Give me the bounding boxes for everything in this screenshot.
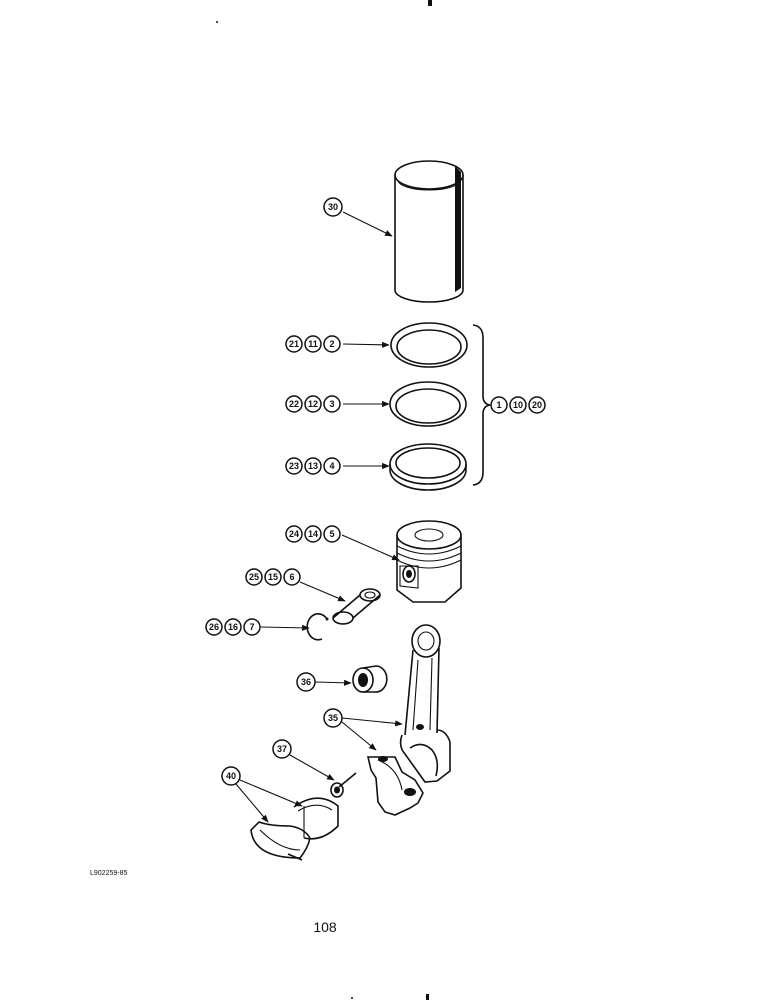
callout-number: 25 (249, 572, 259, 582)
callout-number: 12 (308, 399, 318, 409)
callout-group-rod: 35 (323, 708, 343, 728)
callout-number: 16 (228, 622, 238, 632)
piston (396, 520, 462, 603)
ring-set-bracket (472, 324, 491, 486)
callout-number: 36 (301, 677, 311, 687)
top-edge-marks (216, 0, 432, 23)
cylinder-liner (394, 160, 464, 303)
callout-group-clip: 26 16 7 (205, 618, 261, 636)
callout-group-ring-middle: 22 12 3 (285, 395, 341, 413)
callout-number: 2 (329, 339, 334, 349)
callout-number: 26 (209, 622, 219, 632)
callout-number: 14 (308, 529, 318, 539)
piston-pin (332, 588, 381, 625)
rod-bushing (352, 665, 388, 693)
callout-number: 40 (226, 771, 236, 781)
callout-number: 10 (513, 400, 523, 410)
bearing-half-upper (293, 797, 339, 840)
callout-number: 4 (329, 461, 334, 471)
bottom-edge-marks (351, 994, 429, 1000)
callout-number: 7 (249, 622, 254, 632)
piston-ring-top (390, 322, 468, 368)
retaining-clip (306, 613, 329, 641)
callout-number: 13 (308, 461, 318, 471)
callout-group-bearing: 40 (221, 766, 241, 786)
callout-group-ring-top: 21 11 2 (285, 335, 341, 353)
callout-group-ring-bottom: 23 13 4 (285, 457, 341, 475)
callout-group-bolt: 37 (272, 739, 292, 759)
figure-code: L902259-85 (90, 870, 127, 877)
page-number: 108 (313, 919, 337, 935)
callout-group-ring-set: 1 10 20 (490, 396, 546, 414)
callout-number: 6 (289, 572, 294, 582)
callout-number: 22 (289, 399, 299, 409)
callout-group-pin: 25 15 6 (245, 568, 301, 586)
callout-number: 11 (308, 339, 318, 349)
callout-number: 15 (268, 572, 278, 582)
callout-number: 5 (329, 529, 334, 539)
callout-group-bushing: 36 (296, 672, 316, 692)
callout-number: 3 (329, 399, 334, 409)
piston-ring-bottom (389, 443, 467, 491)
callout-number: 30 (328, 202, 338, 212)
callout-number: 21 (289, 339, 299, 349)
rod-bolt (330, 772, 357, 798)
piston-ring-middle (389, 381, 467, 427)
leader-lines (235, 211, 403, 823)
callout-number: 1 (496, 400, 501, 410)
rod-cap (366, 756, 424, 816)
callout-number: 35 (328, 713, 338, 723)
bearing-half-lower (250, 821, 311, 861)
callout-number: 23 (289, 461, 299, 471)
callout-group-piston: 24 14 5 (285, 525, 341, 543)
callout-number: 20 (532, 400, 542, 410)
callout-number: 24 (289, 529, 299, 539)
connecting-rod (399, 624, 451, 783)
callout-group-liner: 30 (323, 197, 343, 217)
callout-number: 37 (277, 744, 287, 754)
